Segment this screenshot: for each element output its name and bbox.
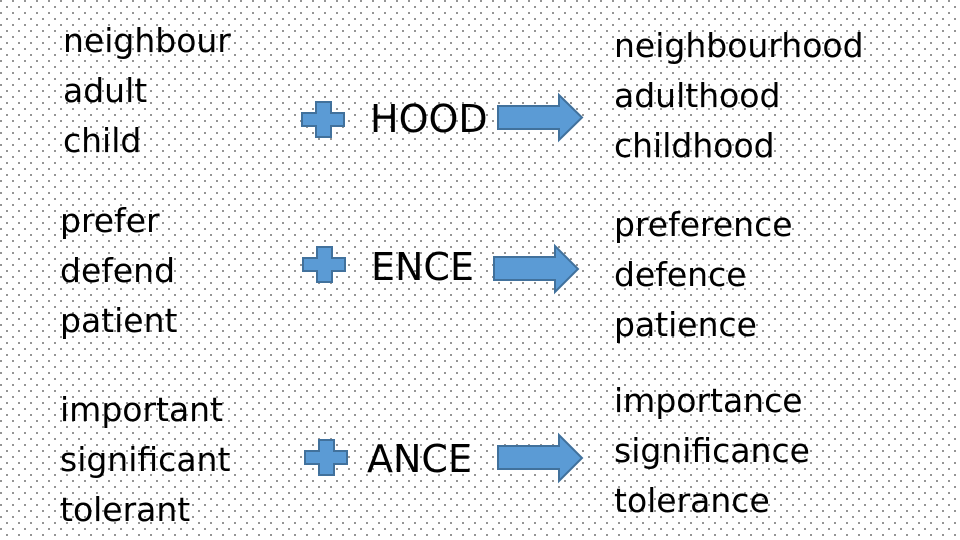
result-words-hood: neighbourhood adulthood childhood (614, 21, 864, 171)
base-word: significant (60, 440, 231, 479)
result-word: significance (614, 431, 810, 470)
plus-icon (304, 439, 348, 476)
base-words-hood: neighbour adult child (63, 16, 231, 166)
result-word: importance (614, 381, 803, 420)
result-word: neighbourhood (614, 26, 864, 65)
base-word: tolerant (60, 490, 191, 529)
base-word: adult (63, 71, 148, 110)
result-word: preference (614, 205, 793, 244)
base-word: defend (60, 251, 176, 290)
result-word: tolerance (614, 481, 770, 520)
base-word: important (60, 390, 224, 429)
base-words-ence: prefer defend patient (60, 196, 177, 346)
plus-icon (301, 101, 345, 138)
right-arrow-icon (493, 243, 580, 295)
result-word: childhood (614, 126, 775, 165)
result-words-ence: preference defence patience (614, 200, 793, 350)
plus-icon (302, 246, 346, 283)
result-word: adulthood (614, 76, 781, 115)
base-word: patient (60, 301, 178, 340)
right-arrow-icon (497, 432, 584, 484)
result-word: defence (614, 255, 747, 294)
base-words-ance: important significant tolerant (60, 385, 230, 535)
suffix-hood: HOOD (370, 97, 488, 141)
suffix-ence: ENCE (371, 245, 474, 289)
base-word: prefer (60, 201, 160, 240)
base-word: neighbour (63, 21, 231, 60)
right-arrow-icon (497, 92, 584, 143)
result-word: patience (614, 305, 757, 344)
base-word: child (63, 121, 142, 160)
result-words-ance: importance significance tolerance (614, 376, 810, 526)
suffix-ance: ANCE (367, 437, 472, 481)
